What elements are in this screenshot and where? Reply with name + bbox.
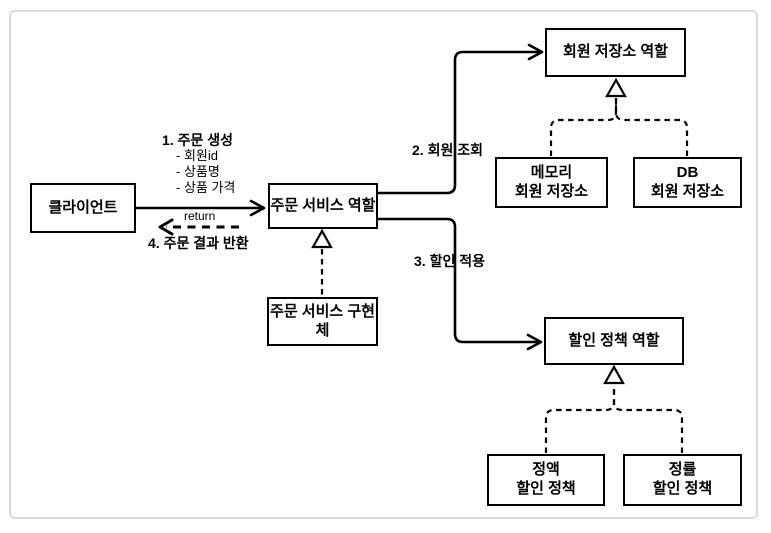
node-rate-discount-policy-line2: 할인 정책	[652, 480, 713, 497]
edge-discount-apply	[378, 217, 538, 344]
node-order-service-role-label: 주문 서비스 역할	[270, 196, 376, 214]
node-db-member-repo-line1: DB	[676, 163, 699, 181]
edge-db-repo-realize	[614, 98, 689, 156]
edge-memory-repo-realize	[549, 98, 618, 156]
diagram-frame	[9, 10, 758, 519]
node-discount-policy-role-label: 할인 정책 역할	[568, 331, 660, 349]
node-client: 클라이언트	[30, 183, 136, 233]
node-fixed-discount-policy: 정액 할인 정책	[487, 454, 605, 506]
edge-member-lookup	[378, 50, 539, 195]
arrowhead-discount-apply-icon	[526, 333, 543, 351]
node-order-service-impl-label: 주문 서비스 구현체	[270, 302, 375, 339]
node-rate-discount-policy: 정률 할인 정책	[623, 454, 742, 506]
edge-label-param-member-id: - 회원id	[176, 148, 218, 163]
edge-label-step1-params: - 회원id - 상품명 - 상품 가격	[176, 148, 235, 196]
node-rate-discount-policy-line1: 정률	[668, 461, 697, 479]
node-member-repo-role: 회원 저장소 역할	[545, 28, 686, 77]
edge-rate-policy-realize	[612, 385, 684, 453]
node-client-label: 클라이언트	[48, 198, 118, 216]
node-memory-member-repo-line1: 메모리	[530, 163, 573, 181]
edge-label-param-item-price: - 상품 가격	[176, 180, 236, 195]
arrowhead-order-create-icon	[249, 199, 266, 217]
edge-label-step4-order-result: 4. 주문 결과 반환	[148, 235, 249, 251]
triangle-discount-inherit-icon	[603, 364, 625, 385]
arrowhead-member-lookup-icon	[527, 43, 544, 61]
triangle-member-inherit-icon	[605, 77, 627, 98]
node-order-service-role: 주문 서비스 역할	[268, 183, 378, 229]
edge-fixed-policy-realize	[544, 385, 616, 453]
edge-label-return: return	[184, 209, 216, 223]
node-order-service-impl: 주문 서비스 구현체	[267, 297, 378, 346]
node-fixed-discount-policy-line2: 할인 정책	[516, 480, 576, 497]
edge-label-step2-member-lookup: 2. 회원 조회	[412, 142, 483, 158]
node-fixed-discount-policy-line1: 정액	[532, 461, 560, 479]
node-db-member-repo: DB 회원 저장소	[633, 157, 742, 208]
node-member-repo-role-label: 회원 저장소 역할	[563, 43, 668, 61]
node-discount-policy-role: 할인 정책 역할	[544, 317, 684, 365]
node-db-member-repo-line2: 회원 저장소	[650, 182, 725, 200]
edge-label-step3-discount-apply: 3. 할인 적용	[414, 253, 485, 269]
triangle-order-inherit-icon	[311, 228, 333, 249]
node-memory-member-repo-line2: 회원 저장소	[514, 182, 589, 200]
node-memory-member-repo: 메모리 회원 저장소	[495, 157, 608, 208]
arrowhead-return-icon	[158, 218, 174, 236]
edge-label-step1-order-create: 1. 주문 생성	[162, 132, 233, 148]
edge-label-param-item-name: - 상품명	[176, 164, 220, 179]
